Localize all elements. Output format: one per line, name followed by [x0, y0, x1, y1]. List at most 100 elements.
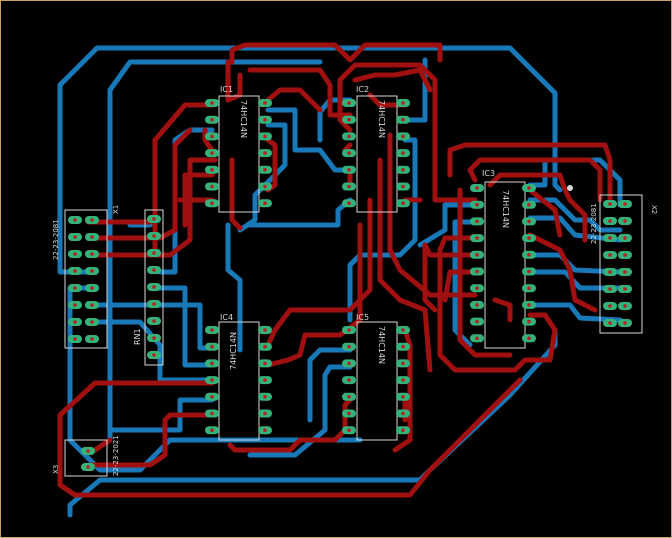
x3-part-label: 22-23-2021: [112, 435, 120, 476]
ic2-left-pad-3-hole: [347, 134, 351, 139]
rn1-pad-8-hole: [152, 336, 156, 340]
ic5-left-pad-3-hole: [347, 361, 351, 366]
ic3-left-pad-1-hole: [475, 186, 479, 190]
ic3-right-pad-9-hole: [527, 319, 531, 324]
ic3-right-pad-4-hole: [527, 236, 531, 240]
ic4-right-pad-5-hole: [263, 395, 267, 399]
ic4-right-pad-6-hole: [263, 411, 267, 416]
ic3-left-pad-4-hole: [475, 236, 479, 240]
x3-pad-2-hole: [86, 465, 90, 469]
x1-b-pad-5-hole: [90, 286, 94, 290]
ic3-right-pad-3-hole: [527, 219, 531, 224]
ic2-right-pad-7-hole: [401, 201, 405, 205]
x2-part-label: 22-23-2081: [590, 203, 598, 244]
ic3-right-pad-2-hole: [527, 202, 531, 207]
x1-name-label: X1: [112, 205, 120, 214]
rn1-pad-7-hole: [152, 319, 156, 323]
ic1-left-pad-1-hole: [210, 101, 214, 105]
x2-a-pad-8-hole: [608, 321, 612, 325]
x2-name-label: X2: [650, 205, 658, 214]
ic5-right-pad-5-hole: [401, 395, 405, 399]
ic2-name-label: IC2: [356, 85, 369, 94]
ic2-right-pad-3-hole: [401, 134, 405, 139]
ic5-left-pad-2-hole: [347, 344, 351, 349]
x3-name-label: X3: [52, 465, 60, 474]
x2-b-pad-8-hole: [623, 321, 627, 325]
rn1-pad-5-hole: [152, 285, 156, 289]
rn1-pad-3-hole: [152, 251, 156, 255]
ic5-left-pad-1-hole: [347, 328, 351, 332]
ic1-left-pad-7-hole: [210, 201, 214, 205]
ic5-right-pad-1-hole: [401, 328, 405, 332]
x2-a-pad-6-hole: [608, 287, 612, 291]
x2-b-pad-5-hole: [623, 270, 627, 274]
ic2-left-pad-7-hole: [347, 201, 351, 205]
ic1-right-pad-3-hole: [263, 134, 267, 139]
ic3-left-pad-2-hole: [475, 202, 479, 207]
ic2-left-pad-5-hole: [347, 168, 351, 172]
ic3-left-pad-5-hole: [475, 253, 479, 257]
ic3-right-pad-1-hole: [527, 186, 531, 190]
rn1-pad-9-hole: [152, 353, 156, 357]
ic4-left-pad-5-hole: [210, 395, 214, 399]
x2-a-pad-5-hole: [608, 270, 612, 274]
ic4-left-pad-3-hole: [210, 361, 214, 366]
ic1-right-pad-1-hole: [263, 101, 267, 105]
ic2-right-pad-2-hole: [401, 117, 405, 122]
x1-b-pad-4-hole: [90, 269, 94, 273]
x1-part-label: 22-23-2081: [52, 219, 60, 260]
x1-a-pad-1-hole: [73, 218, 77, 222]
ic1-left-pad-3-hole: [210, 134, 214, 139]
ic4-right-pad-7-hole: [263, 428, 267, 433]
x1-b-pad-8-hole: [90, 337, 94, 341]
ic5-left-pad-6-hole: [347, 411, 351, 416]
ic4-left-pad-4-hole: [210, 378, 214, 382]
rn1-outline: [144, 209, 164, 366]
component-pads: [68, 99, 632, 471]
x3-pad-1-hole: [86, 449, 90, 453]
ic3-right-pad-6-hole: [527, 269, 531, 274]
ic4-part-label: 74HC14N: [229, 332, 238, 370]
x1-a-pad-2-hole: [73, 235, 77, 239]
ic5-name-label: IC5: [356, 313, 369, 322]
ic5-right-pad-7-hole: [401, 428, 405, 433]
ic2-left-pad-4-hole: [347, 151, 351, 155]
ic3-right-pad-7-hole: [527, 286, 531, 291]
x1-a-pad-8-hole: [73, 337, 77, 341]
x2-outline: [599, 194, 643, 334]
ic1-right-pad-6-hole: [263, 184, 267, 189]
x1-a-pad-5-hole: [73, 286, 77, 290]
x1-a-pad-4-hole: [73, 269, 77, 273]
ic5-right-pad-2-hole: [401, 344, 405, 349]
ic3-left-pad-9-hole: [475, 319, 479, 324]
ic3-right-pad-10-hole: [527, 336, 531, 341]
ic2-left-pad-1-hole: [347, 101, 351, 105]
ic1-right-pad-2-hole: [263, 117, 267, 122]
ic3-name-label: IC3: [482, 169, 495, 178]
ic5-left-pad-4-hole: [347, 378, 351, 382]
x2-a-pad-7-hole: [608, 304, 612, 308]
rn1-name-label: RN1: [133, 328, 142, 345]
ic5-right-pad-4-hole: [401, 378, 405, 382]
ic5-right-pad-3-hole: [401, 361, 405, 366]
ic1-right-pad-4-hole: [263, 151, 267, 155]
ic4-right-pad-2-hole: [263, 344, 267, 349]
ic5-part-label: 74HC14N: [377, 326, 386, 364]
x2-b-pad-3-hole: [623, 236, 627, 240]
ic3-left-pad-10-hole: [475, 336, 479, 341]
ic5-left-pad-7-hole: [347, 428, 351, 433]
ic3-right-pad-8-hole: [527, 303, 531, 307]
ic1-right-pad-5-hole: [263, 168, 267, 172]
ic1-part-label: 74HC14N: [239, 100, 248, 138]
ic2-left-pad-6-hole: [347, 184, 351, 189]
x1-a-pad-3-hole: [73, 252, 77, 256]
ic3-right-pad-5-hole: [527, 253, 531, 257]
ic4-name-label: IC4: [220, 313, 233, 322]
ic2-left-pad-2-hole: [347, 117, 351, 122]
ic1-left-pad-5-hole: [210, 168, 214, 172]
ic3-left-pad-8-hole: [475, 303, 479, 307]
x2-a-pad-2-hole: [608, 219, 612, 223]
ic5-right-pad-6-hole: [401, 411, 405, 416]
ic2-part-label: 74HC14N: [377, 100, 386, 138]
